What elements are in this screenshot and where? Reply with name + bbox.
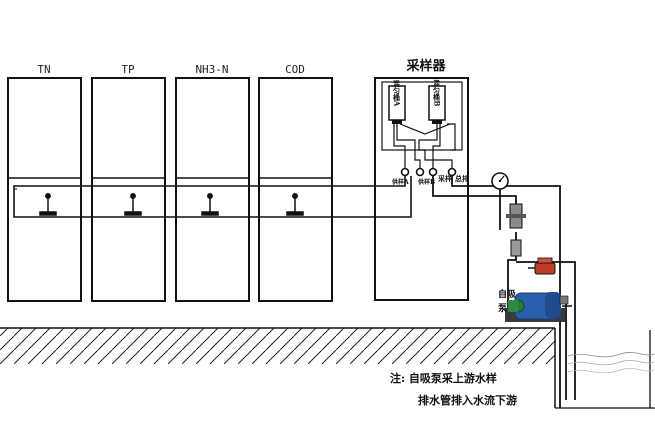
- union-fitting: [510, 239, 522, 257]
- sampler-title: 采样器: [405, 58, 446, 74]
- port-label-drain: 总排: [455, 174, 469, 183]
- mix-tank-b-label: 混匀桶B: [433, 79, 442, 107]
- sampler-ports: [400, 167, 457, 177]
- analyzer-label-tn: TN: [37, 63, 50, 76]
- ball-valve: [528, 257, 556, 275]
- note-line-2: 排水管排入水流下游: [418, 393, 517, 407]
- port-drain: [447, 167, 457, 177]
- pump-label-line2: 泵: [498, 303, 508, 314]
- tee-nh3n: [201, 193, 219, 216]
- analyzer-label-tp: TP: [121, 63, 135, 76]
- cabinet-box: [7, 77, 82, 302]
- mix-tank-a: 混匀桶A: [388, 79, 406, 124]
- port-sampling: [428, 167, 438, 177]
- analyzer-label-cod: COD: [285, 63, 305, 76]
- river: [555, 330, 655, 409]
- sampler-cabinet: 采样器 混匀桶A 混匀桶B: [374, 58, 469, 301]
- pump-label-line1: 自吸: [498, 288, 517, 300]
- port-label-supply-b: 供样B: [417, 178, 435, 186]
- drain-pipe: [451, 176, 561, 408]
- cabinet-box: [91, 77, 166, 302]
- analyzer-tn: TN: [7, 63, 82, 302]
- tee-tn: [39, 193, 57, 216]
- cabinet-box: [258, 77, 333, 302]
- tee-cod: [286, 193, 304, 216]
- pipe-tee-fittings: [39, 193, 304, 216]
- ground: [0, 327, 556, 408]
- analyzer-cod: COD: [258, 63, 333, 302]
- filter-valve: [506, 203, 526, 229]
- mix-tank-a-label: 混匀桶A: [393, 79, 402, 107]
- notes: 注: 自吸泵采上游水样 排水管排入水流下游: [390, 371, 517, 407]
- analyzer-label-nh3n: NH3-N: [195, 63, 228, 76]
- note-line-1: 注: 自吸泵采上游水样: [390, 371, 497, 385]
- sampler-box: [374, 77, 469, 301]
- analyzer-nh3n: NH3-N: [175, 63, 250, 302]
- sampling-pipe: [432, 176, 501, 230]
- self-priming-pump: 自吸 泵: [498, 288, 569, 322]
- cabinet-box: [175, 77, 250, 302]
- tee-tp: [124, 193, 142, 216]
- port-supply-b: [415, 167, 425, 177]
- mix-tank-b: 混匀桶B: [428, 79, 446, 124]
- port-label-supply-a: 供样A: [391, 178, 409, 186]
- port-supply-a: [400, 167, 410, 177]
- analyzer-tp: TP: [91, 63, 166, 302]
- port-label-sampling: 采样: [437, 174, 452, 183]
- pressure-gauge: [491, 172, 509, 196]
- sampler-internal-tubing: [393, 123, 456, 170]
- sampler-port-labels: 供样A 供样B 采样 总排: [391, 174, 469, 186]
- distribution-pipe: [13, 176, 412, 218]
